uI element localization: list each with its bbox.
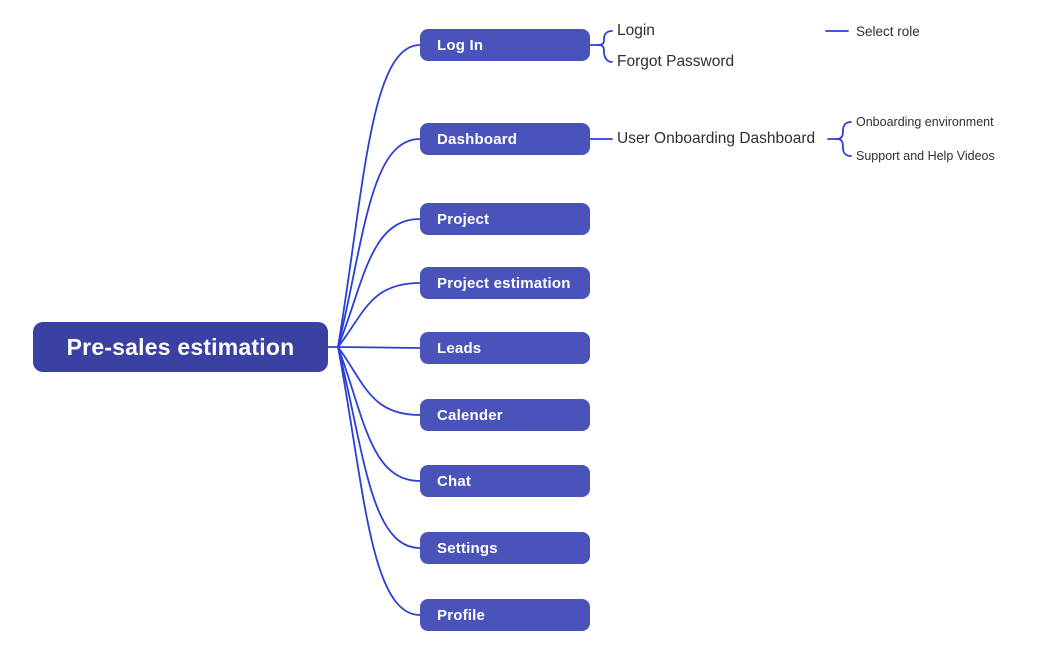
leaf-node-onboarding-environment[interactable]: Onboarding environment	[856, 115, 994, 129]
branch-node-leads[interactable]: Leads	[420, 332, 590, 364]
leaf-node-user-onboarding-dashboard[interactable]: User Onboarding Dashboard	[617, 130, 816, 147]
branch-node-profile[interactable]: Profile	[420, 599, 590, 631]
branch-node-settings[interactable]: Settings	[420, 532, 590, 564]
branch-node-calender[interactable]: Calender	[420, 399, 590, 431]
branch-node-project-estimation[interactable]: Project estimation	[420, 267, 590, 299]
branch-node-chat[interactable]: Chat	[420, 465, 590, 497]
leaf-node-support-and-help-videos[interactable]: Support and Help Videos	[856, 149, 995, 163]
root-node-pre-sales-estimation[interactable]: Pre-sales estimation	[33, 322, 328, 372]
leaf-node-forgot-password[interactable]: Forgot Password	[617, 53, 735, 70]
branch-node-dashboard[interactable]: Dashboard	[420, 123, 590, 155]
leaf-node-select-role[interactable]: Select role	[856, 23, 920, 39]
branch-node-log-in[interactable]: Log In	[420, 29, 590, 61]
leaf-node-login[interactable]: Login	[617, 22, 655, 39]
branch-node-project[interactable]: Project	[420, 203, 590, 235]
